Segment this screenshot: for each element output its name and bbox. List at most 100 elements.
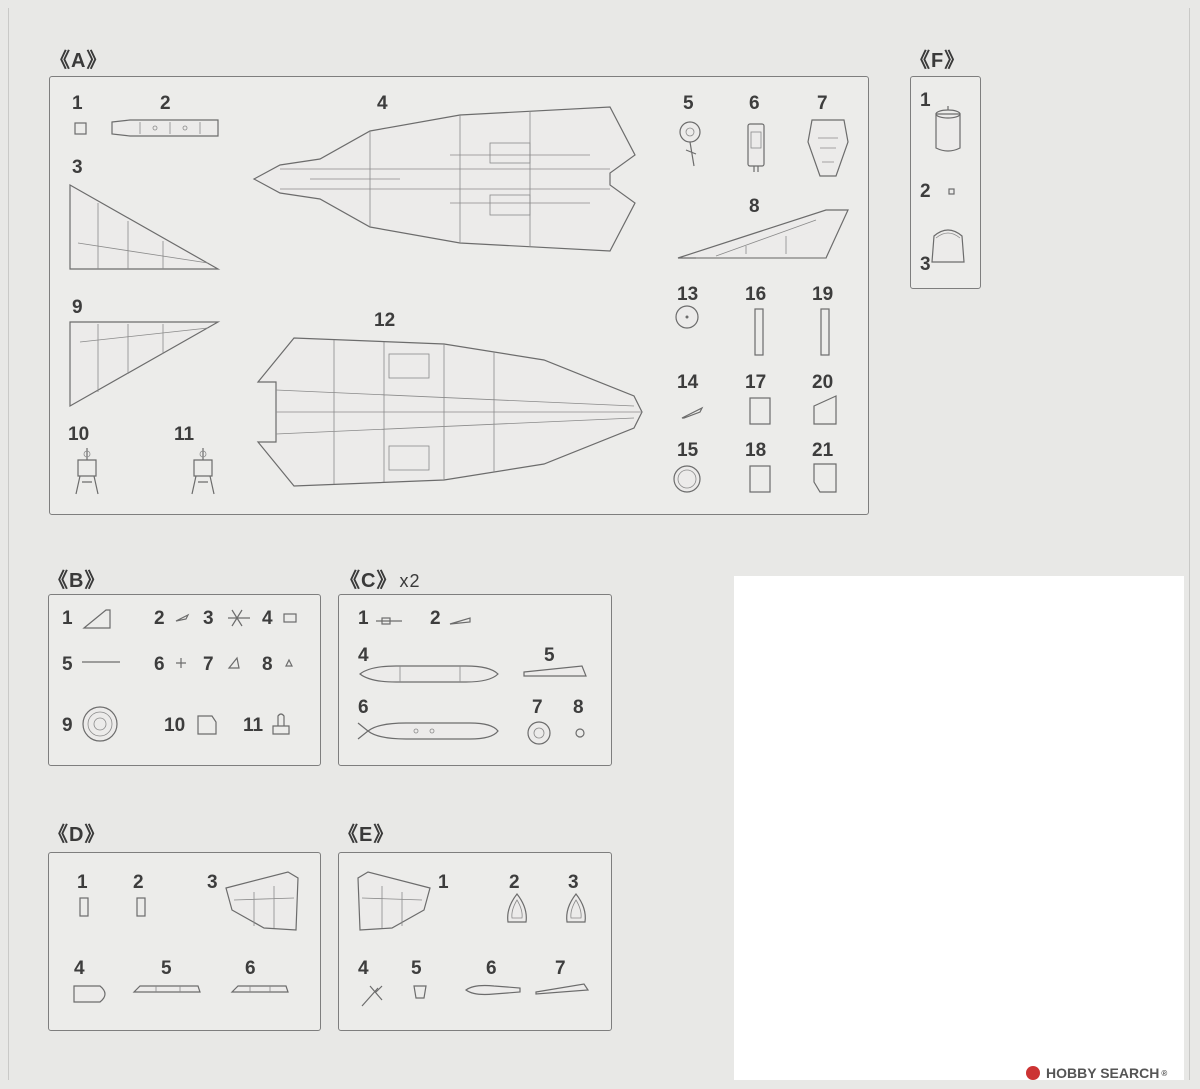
part-e7-drawing [535,983,590,995]
part-d2-drawing [136,897,146,917]
part-c5-label: 5 [544,645,555,666]
part-a7-drawing [807,119,849,177]
part-a4-drawing [252,106,636,252]
part-b11-label: 11 [243,715,264,736]
part-c6-drawing [357,722,499,740]
part-b3-label: 3 [203,608,214,629]
part-f1-drawing [935,106,961,152]
part-e1-drawing [357,871,431,931]
part-d1-label: 1 [77,872,88,893]
part-a18-label: 18 [745,440,767,461]
part-e3-label: 3 [568,872,579,893]
part-b6-drawing [176,658,186,668]
part-b4-label: 4 [262,608,273,629]
part-c7-drawing [527,721,551,745]
part-e2-label: 2 [509,872,520,893]
part-a9-label: 9 [72,297,83,318]
part-a13-drawing [675,305,699,329]
part-c1-drawing [376,617,402,625]
part-a12-drawing [256,337,643,487]
part-d6-drawing [230,985,289,993]
part-e3-drawing [566,893,586,923]
part-c1-label: 1 [358,608,369,629]
part-b5-label: 5 [62,654,73,675]
part-d6-label: 6 [245,958,256,979]
part-a10-label: 10 [68,424,90,445]
part-a1-drawing [74,122,87,135]
part-a8-drawing [677,209,849,259]
part-a8-label: 8 [749,196,760,217]
part-a16-drawing [754,308,764,356]
part-a10-drawing [75,448,99,495]
part-b9-drawing [82,706,118,742]
watermark-reg: ® [1161,1068,1168,1078]
part-a2-label: 2 [160,93,171,114]
part-a9-drawing [69,321,221,408]
watermark-text: HOBBY SEARCH [1046,1065,1160,1081]
part-a3-drawing [69,183,221,270]
part-c4-drawing [359,665,499,683]
section-e-title: 《E》 [338,824,395,846]
section-c-title: 《C》x2 [340,564,420,593]
part-e7-label: 7 [555,958,566,979]
part-c4-label: 4 [358,645,369,666]
section-b-title: 《B》 [48,570,106,592]
part-b10-drawing [197,715,217,735]
section-d-title: 《D》 [48,824,106,846]
part-b8-label: 8 [262,654,273,675]
part-c5-drawing [523,665,587,677]
part-a15-drawing [673,465,701,493]
part-a17-drawing [749,397,771,425]
part-f1-label: 1 [920,90,931,111]
part-a19-label: 19 [812,284,834,305]
part-a5-drawing [679,121,701,167]
part-b2-drawing [175,613,190,622]
part-a11-drawing [191,448,215,495]
part-a1-label: 1 [72,93,83,114]
part-a4-label: 4 [377,93,388,114]
section-a-title: 《A》 [50,50,108,72]
part-a19-drawing [820,308,830,356]
part-d4-label: 4 [74,958,85,979]
part-d2-label: 2 [133,872,144,893]
part-b3-drawing [228,609,250,627]
part-d3-drawing [225,871,299,931]
part-a15-label: 15 [677,440,699,461]
part-b2-label: 2 [154,608,165,629]
part-d3-label: 3 [207,872,218,893]
part-e6-label: 6 [486,958,497,979]
part-a5-label: 5 [683,93,694,114]
part-a3-label: 3 [72,157,83,178]
part-b7-drawing [227,656,240,669]
part-b4-drawing [283,613,297,623]
part-a6-label: 6 [749,93,760,114]
part-b7-label: 7 [203,654,214,675]
part-e2-drawing [507,893,527,923]
hobbysearch-logo-icon [1026,1066,1040,1080]
part-b11-drawing [272,713,290,735]
part-a21-drawing [813,463,837,493]
part-d5-label: 5 [161,958,172,979]
part-b1-drawing [82,609,111,629]
part-a11-label: 11 [174,424,195,445]
part-a16-label: 16 [745,284,767,305]
part-d1-drawing [79,897,89,917]
part-c8-drawing [575,728,585,738]
part-a12-label: 12 [374,310,396,331]
part-a6-drawing [747,123,765,172]
part-a14-drawing [681,406,704,419]
part-e4-label: 4 [358,958,369,979]
part-c8-label: 8 [573,697,584,718]
part-b5-drawing [82,661,120,663]
part-f3-drawing [931,229,965,263]
part-d5-drawing [132,985,201,993]
part-b8-drawing [285,658,293,667]
watermark: HOBBY SEARCH ® [1026,1065,1167,1081]
part-a18-drawing [749,465,771,493]
part-e5-label: 5 [411,958,422,979]
part-e6-drawing [464,984,521,996]
part-a17-label: 17 [745,372,767,393]
part-a7-label: 7 [817,93,828,114]
part-b10-label: 10 [164,715,186,736]
